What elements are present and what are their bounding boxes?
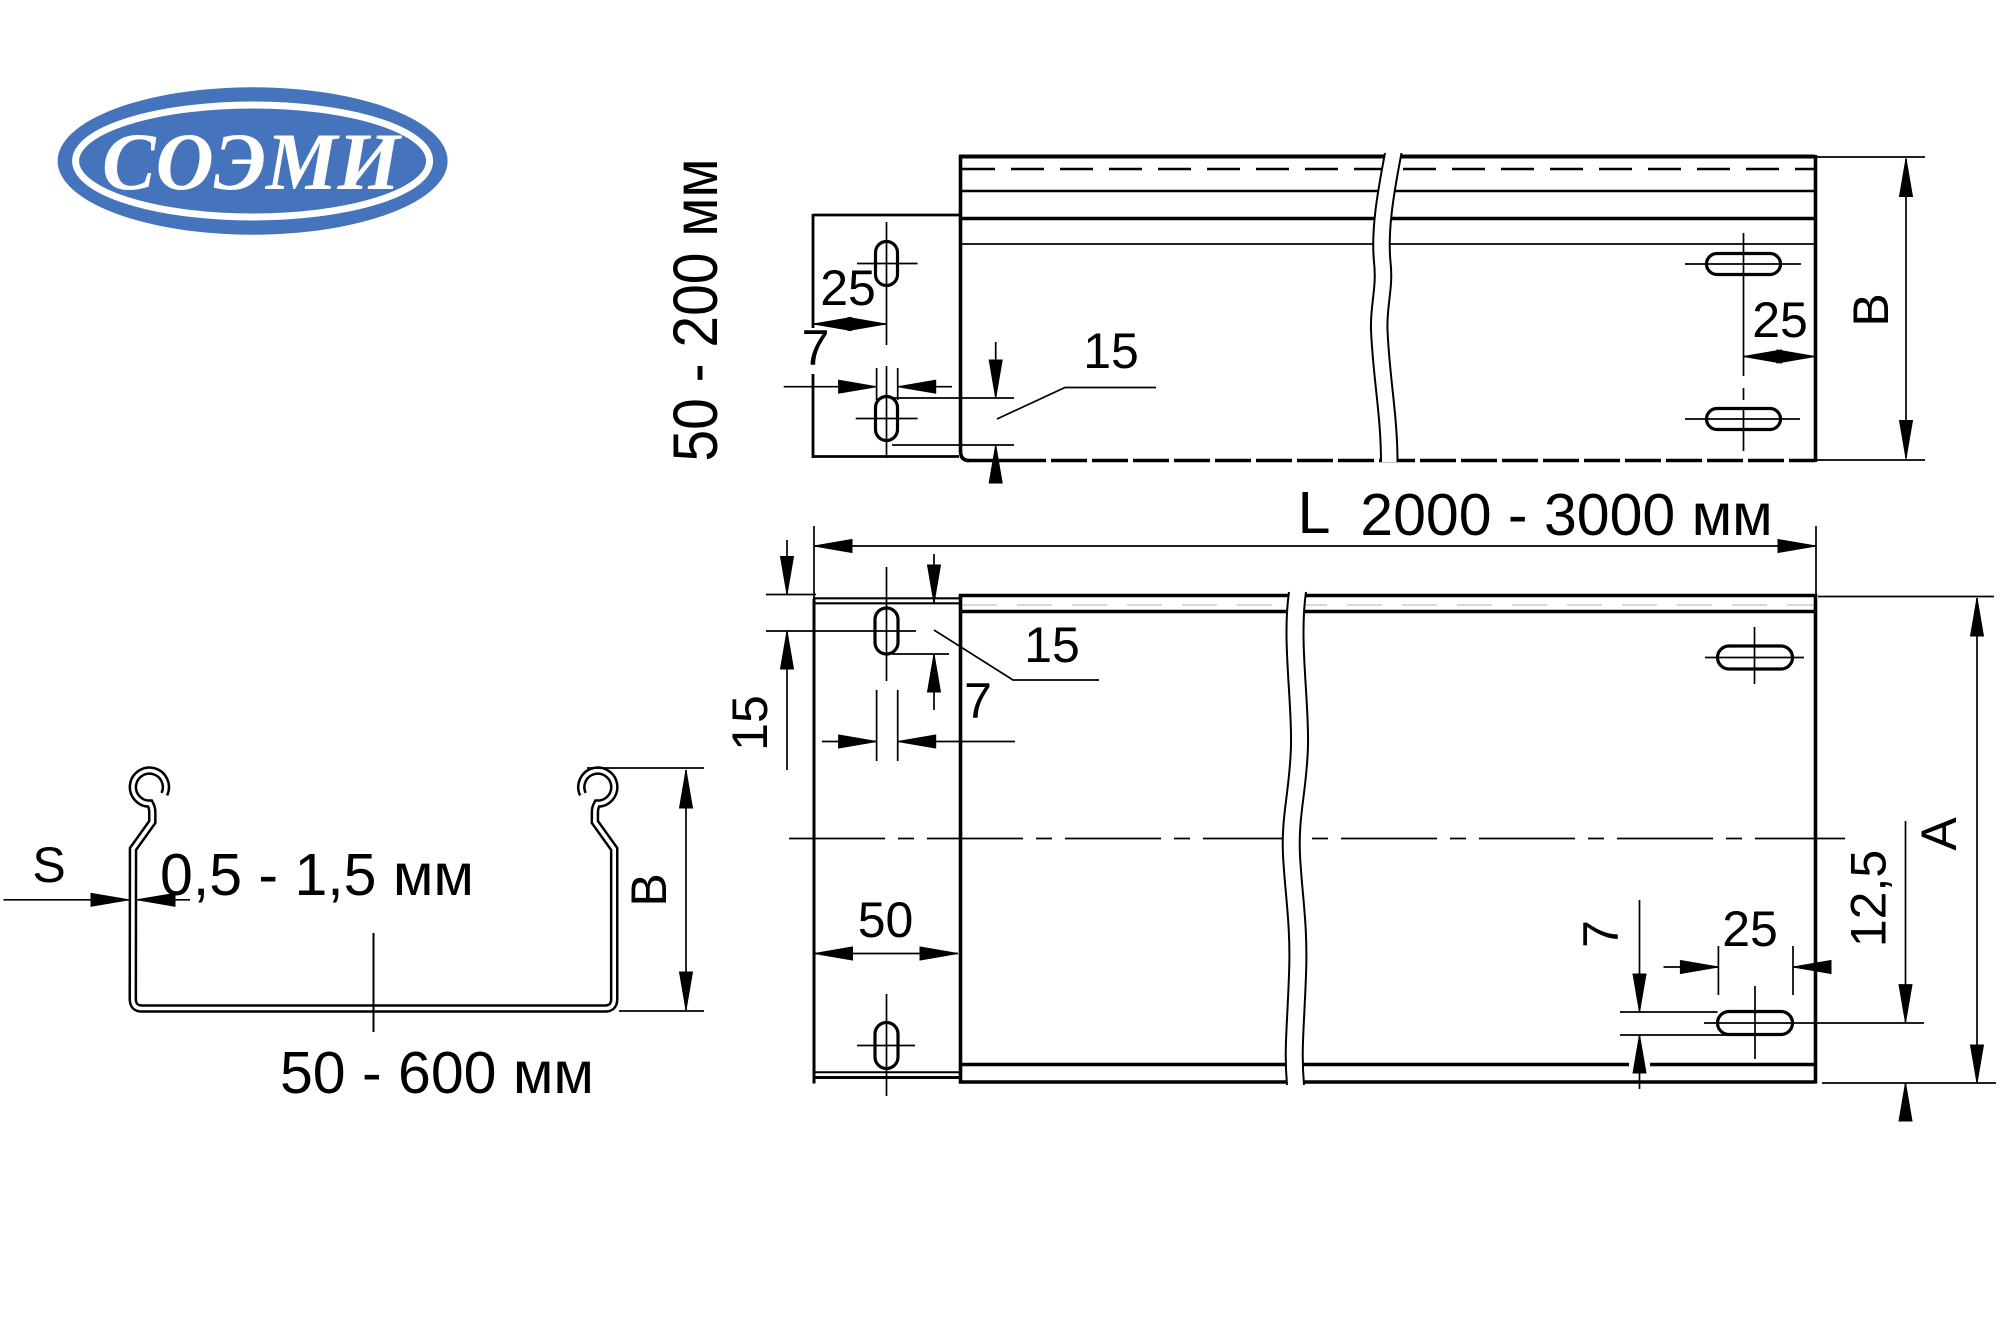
svg-text:15: 15 — [1024, 617, 1080, 673]
svg-text:L: L — [1298, 480, 1331, 546]
svg-text:B: B — [1843, 293, 1899, 326]
svg-text:СОЭМИ: СОЭМИ — [102, 116, 402, 207]
svg-text:0,5 - 1,5 мм: 0,5 - 1,5 мм — [160, 842, 474, 908]
svg-text:50 - 200 мм: 50 - 200 мм — [661, 159, 731, 462]
svg-text:25: 25 — [1752, 292, 1808, 348]
svg-text:7: 7 — [1573, 920, 1629, 948]
svg-text:15: 15 — [1083, 323, 1139, 379]
svg-text:25: 25 — [1722, 901, 1778, 957]
svg-text:2000 - 3000 мм: 2000 - 3000 мм — [1360, 482, 1772, 548]
svg-text:12,5: 12,5 — [1841, 850, 1897, 947]
svg-text:A: A — [1911, 817, 1967, 851]
svg-text:15: 15 — [722, 695, 778, 751]
svg-text:50 - 600 мм: 50 - 600 мм — [280, 1040, 594, 1106]
svg-text:7: 7 — [964, 673, 992, 729]
svg-text:S: S — [32, 837, 65, 893]
svg-text:7: 7 — [802, 320, 830, 376]
svg-text:25: 25 — [820, 260, 876, 316]
svg-text:50: 50 — [858, 892, 914, 948]
svg-text:B: B — [621, 873, 677, 906]
